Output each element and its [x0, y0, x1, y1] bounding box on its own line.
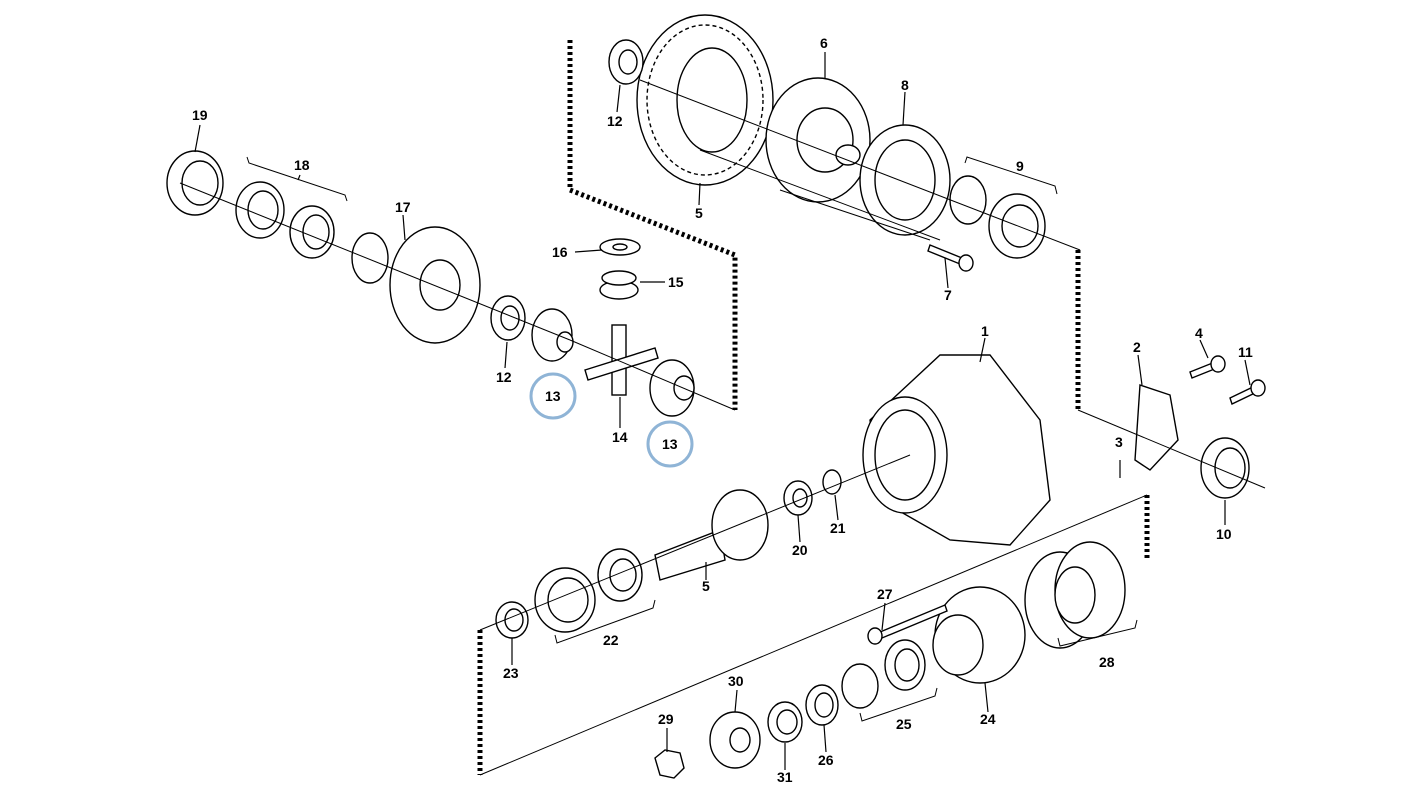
- thrust-washer-12: [490, 295, 526, 341]
- dashed-assembly-lines: [477, 40, 1150, 775]
- drive-pinion-5: [654, 489, 769, 581]
- washer-21: [822, 469, 842, 495]
- callout-17[interactable]: 17: [395, 199, 411, 215]
- spacer-23: [495, 601, 529, 639]
- callout-8[interactable]: 8: [901, 77, 909, 93]
- pinion-gear-15: [599, 270, 639, 300]
- seal-26: [805, 684, 839, 726]
- callout-21[interactable]: 21: [830, 520, 846, 536]
- leader-lines: [194, 52, 1251, 770]
- bolt-11: [1229, 379, 1266, 405]
- bearing-set-25: [841, 639, 926, 709]
- axle-housing-1: [862, 354, 1051, 546]
- callout-27[interactable]: 27: [877, 586, 893, 602]
- callout-5-bottom[interactable]: 5: [702, 578, 710, 594]
- callout-24[interactable]: 24: [980, 711, 996, 727]
- flange-30: [709, 711, 761, 769]
- adjusting-ring-10: [1200, 437, 1250, 499]
- highlight-ring-13a[interactable]: [529, 372, 577, 420]
- callout-18[interactable]: 18: [294, 157, 310, 173]
- bearing-20: [783, 480, 813, 516]
- callout-30[interactable]: 30: [728, 673, 744, 689]
- shim-pack-28: [1024, 541, 1126, 649]
- bolt-4: [1189, 355, 1226, 379]
- group-brackets: [246, 156, 1138, 722]
- washer-16: [599, 238, 641, 256]
- callout-20[interactable]: 20: [792, 542, 808, 558]
- ring-gear: [636, 14, 774, 186]
- callout-11[interactable]: 11: [1238, 344, 1253, 360]
- callout-12-top[interactable]: 12: [607, 113, 623, 129]
- callout-10-label[interactable]: 10: [1216, 526, 1232, 542]
- callout-13-right[interactable]: 13: [662, 436, 678, 452]
- callout-25[interactable]: 25: [896, 716, 912, 732]
- callout-9[interactable]: 9: [1016, 158, 1024, 174]
- highlight-rings: [529, 372, 694, 468]
- spider-cross-14: [584, 324, 659, 396]
- callout-6[interactable]: 6: [820, 35, 828, 51]
- diff-case-17: [351, 226, 481, 344]
- side-gear-right: [649, 359, 695, 417]
- bolt-7: [927, 244, 974, 272]
- callout-1[interactable]: 1: [981, 323, 989, 339]
- callout-29[interactable]: 29: [658, 711, 674, 727]
- bolt-27: [867, 604, 948, 645]
- side-gear-left: [531, 308, 574, 362]
- callout-26[interactable]: 26: [818, 752, 834, 768]
- callout-15-label[interactable]: 15: [668, 274, 684, 290]
- nut-29: [654, 749, 685, 779]
- callout-7[interactable]: 7: [944, 287, 952, 303]
- callout-3[interactable]: 3: [1115, 434, 1123, 450]
- bearing-set-22: [534, 548, 643, 633]
- bearing-housing-24: [932, 586, 1026, 684]
- thrust-washer-top: [608, 39, 644, 85]
- bearing-cap-2: [1134, 384, 1179, 471]
- callout-labels: 19 18 17 12 13 13 14 14 13 16 15 12 5 6 …: [192, 35, 1253, 785]
- ring-nut-19: [166, 150, 224, 216]
- callout-13-left[interactable]: 13: [545, 388, 561, 404]
- callout-22[interactable]: 22: [603, 632, 619, 648]
- callout-2[interactable]: 2: [1133, 339, 1141, 355]
- callout-19[interactable]: 19: [192, 107, 208, 123]
- bearing-set-18: [235, 181, 335, 259]
- diff-case-half: [765, 77, 871, 203]
- assembly-axes: [179, 79, 1266, 776]
- callout-31[interactable]: 31: [777, 769, 793, 785]
- callout-28[interactable]: 28: [1099, 654, 1115, 670]
- callout-23[interactable]: 23: [503, 665, 519, 681]
- bearing-set-9: [949, 175, 1046, 259]
- callout-16-label[interactable]: 16: [552, 244, 568, 260]
- callout-14-label[interactable]: 14: [612, 429, 628, 445]
- lock-plate: [859, 124, 951, 236]
- seal-31: [767, 701, 803, 743]
- callout-12-left[interactable]: 12: [496, 369, 512, 385]
- callout-4[interactable]: 4: [1195, 325, 1203, 341]
- highlight-ring-13b[interactable]: [646, 420, 694, 468]
- callout-5-top[interactable]: 5: [695, 205, 703, 221]
